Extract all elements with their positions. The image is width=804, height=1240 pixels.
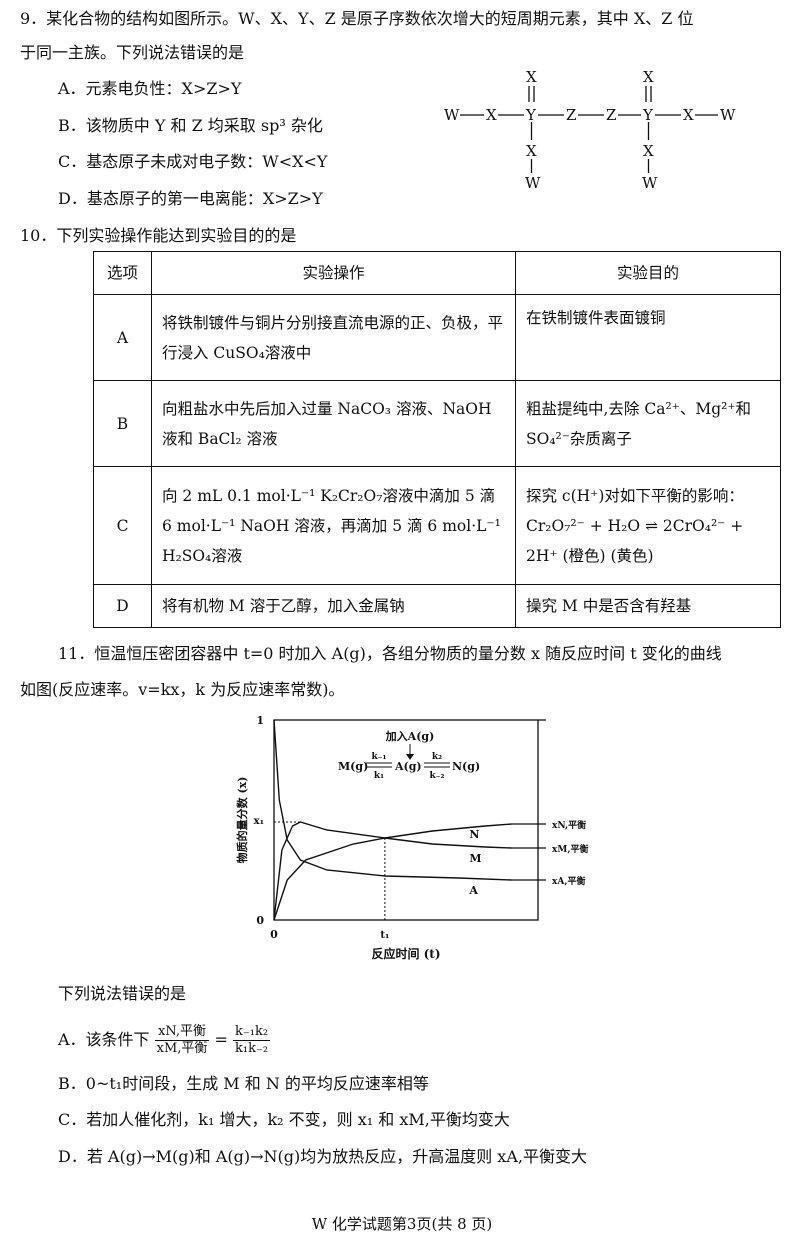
q10-stem: 10．下列实验操作能达到实验目的的是 xyxy=(20,226,297,245)
series-label-A: A xyxy=(468,884,478,897)
chart-annotation-add: 加入A(g) xyxy=(385,729,435,743)
q11-fraction-chart: 物质的量分数 (x) 反应时间 (t) 1 x₁ 0 0 t₁ 加入A(g) M… xyxy=(235,714,588,961)
table-row: B 向粗盐水中先后加入过量 NaCO₃ 溶液、NaOH 液和 BaCl₂ 溶液 … xyxy=(93,380,781,467)
struct-atom-x-bottom-left: X xyxy=(526,142,537,160)
q10-row-a-option: A xyxy=(93,294,152,381)
q11-option-c: C．若加人催化剂，k₁ 增大，k₂ 不变，则 x₁ 和 xM,平衡均变大 xyxy=(58,1110,510,1129)
q11-option-a: A．该条件下 xN,平衡 xM,平衡 = k₋₁k₂ k₁k₋₂ xyxy=(58,1020,271,1060)
struct-atom-y-right: Y xyxy=(642,106,654,124)
table-row: A 将铁制镀件与铜片分别接直流电源的正、负极，平行浸入 CuSO₄溶液中 在铁制… xyxy=(93,294,781,381)
table-row: C 向 2 mL 0.1 mol·L⁻¹ K₂Cr₂O₇溶液中滴加 5 滴 6 … xyxy=(93,466,781,585)
q9-stem-line1: 9．某化合物的结构如图所示。W、X、Y、Z 是原子序数依次增大的短周期元素，其中… xyxy=(20,9,694,28)
q10-row-c-operation: 向 2 mL 0.1 mol·L⁻¹ K₂Cr₂O₇溶液中滴加 5 滴 6 mo… xyxy=(151,466,516,585)
q11-option-b: B．0~t₁时间段，生成 M 和 N 的平均反应速率相等 xyxy=(58,1074,429,1093)
chart-xtick-t1: t₁ xyxy=(380,930,389,941)
q11-option-a-equals: = xyxy=(214,1030,228,1049)
q10-row-a-goal: 在铁制镀件表面镀铜 xyxy=(515,294,781,381)
struct-atom-x-bottom-right: X xyxy=(643,142,654,160)
q10-row-b-goal: 粗盐提纯中,去除 Ca²⁺、Mg²⁺和 SO₄²⁻杂质离子 xyxy=(515,380,781,467)
q10-row-d-goal: 操究 M 中是否含有羟基 xyxy=(515,584,781,628)
q11-prompt: 下列说法错误的是 xyxy=(58,984,187,1003)
q11-option-d: D．若 A(g)→M(g)和 A(g)→N(g)均为放热反应，升高温度则 xA,… xyxy=(58,1147,587,1166)
series-line-N xyxy=(273,823,512,921)
frac-den: xM,平衡 xyxy=(156,1041,208,1056)
q10-row-c-option: C xyxy=(93,466,152,585)
scheme-left: M(g) xyxy=(338,760,368,773)
struct-atom-z-right: Z xyxy=(606,106,616,124)
chart-ytick-0: 0 xyxy=(256,914,264,927)
struct-atom-w-bottom-right: W xyxy=(642,174,658,192)
struct-atom-w-left: W xyxy=(444,106,460,124)
series-end-label-A: xA,平衡 xyxy=(552,875,585,887)
scheme-k2: k₂ xyxy=(432,752,442,762)
scheme-k1: k₁ xyxy=(374,771,384,781)
series-line-A xyxy=(273,719,512,881)
scheme-k-minus1: k₋₁ xyxy=(372,752,387,762)
q10-header-option: 选项 xyxy=(93,251,152,295)
scheme-center: A(g) xyxy=(394,760,422,773)
chart-ytick-x1: x₁ xyxy=(254,816,264,827)
q10-table: 选项 实验操作 实验目的 A 将铁制镀件与铜片分别接直流电源的正、负极，平行浸入… xyxy=(93,251,781,628)
struct-atom-x-left: X xyxy=(486,106,497,124)
q10-table-header: 选项 实验操作 实验目的 xyxy=(93,251,781,295)
struct-atom-x-top-left: X xyxy=(526,68,537,86)
table-row: D 将有机物 M 溶于乙醇，加入金属钠 操究 M 中是否含有羟基 xyxy=(93,584,781,628)
q10-row-d-option: D xyxy=(93,584,152,628)
q11-option-a-prefix: A．该条件下 xyxy=(58,1030,150,1049)
q10-row-b-option: B xyxy=(93,380,152,467)
q11-stem-line2: 如图(反应速率。v=kx，k 为反应速率常数)。 xyxy=(20,680,345,699)
struct-atom-y-left: Y xyxy=(525,106,537,124)
q9-option-b: B．该物质中 Y 和 Z 均采取 sp³ 杂化 xyxy=(58,116,323,135)
q11-option-a-fraction-right: k₋₁k₂ k₁k₋₂ xyxy=(233,1024,271,1057)
q9-stem-line2: 于同一主族。下列说法错误的是 xyxy=(20,43,245,62)
chart-frame xyxy=(273,719,539,921)
q9-option-d: D．基态原子的第一电离能：X>Z>Y xyxy=(58,189,323,208)
q10-row-b-operation: 向粗盐水中先后加入过量 NaCO₃ 溶液、NaOH 液和 BaCl₂ 溶液 xyxy=(151,380,516,467)
q9-option-c: C．基态原子未成对电子数：W<X<Y xyxy=(58,152,328,171)
q11-option-a-fraction-left: xN,平衡 xM,平衡 xyxy=(154,1024,210,1057)
scheme-right: N(g) xyxy=(452,760,480,773)
struct-atom-x-right: X xyxy=(683,106,694,124)
struct-atom-x-top-right: X xyxy=(643,68,654,86)
q10-row-a-operation: 将铁制镀件与铜片分别接直流电源的正、负极，平行浸入 CuSO₄溶液中 xyxy=(151,294,516,381)
series-end-label-N: xN,平衡 xyxy=(552,819,586,831)
struct-atom-z-left: Z xyxy=(566,106,576,124)
q10-header-operation: 实验操作 xyxy=(151,251,516,295)
page-footer: W 化学试题第3页(共 8 页) xyxy=(311,1215,493,1233)
chart-ylabel: 物质的量分数 (x) xyxy=(235,777,249,864)
q10-header-goal: 实验目的 xyxy=(515,251,781,295)
struct-atom-w-bottom-left: W xyxy=(525,174,541,192)
chart-xlabel: 反应时间 (t) xyxy=(371,946,440,961)
series-label-N: N xyxy=(469,828,479,841)
scheme-k-minus2: k₋₂ xyxy=(430,771,445,781)
frac-num: k₋₁k₂ xyxy=(233,1024,271,1041)
chart-ytick-1: 1 xyxy=(256,714,264,727)
series-line-M xyxy=(273,821,512,921)
q11-stem-line1: 11．恒温恒压密团容器中 t=0 时加入 A(g)，各组分物质的量分数 x 随反… xyxy=(58,644,722,663)
frac-num: xN,平衡 xyxy=(154,1024,210,1041)
q10-row-c-goal: 探究 c(H⁺)对如下平衡的影响：Cr₂O₇²⁻ + H₂O ⇌ 2CrO₄²⁻… xyxy=(515,466,781,585)
q9-option-a: A．元素电负性：X>Z>Y xyxy=(58,79,242,98)
series-label-M: M xyxy=(469,852,481,865)
q9-structure-diagram: W X Y Z Z Y X W X X X X W W xyxy=(444,68,736,192)
q10-row-d-operation: 将有机物 M 溶于乙醇，加入金属钠 xyxy=(151,584,516,628)
frac-den: k₁k₋₂ xyxy=(235,1041,269,1056)
series-end-label-M: xM,平衡 xyxy=(552,843,588,855)
chart-xtick-0: 0 xyxy=(270,928,278,941)
struct-atom-w-right: W xyxy=(720,106,736,124)
